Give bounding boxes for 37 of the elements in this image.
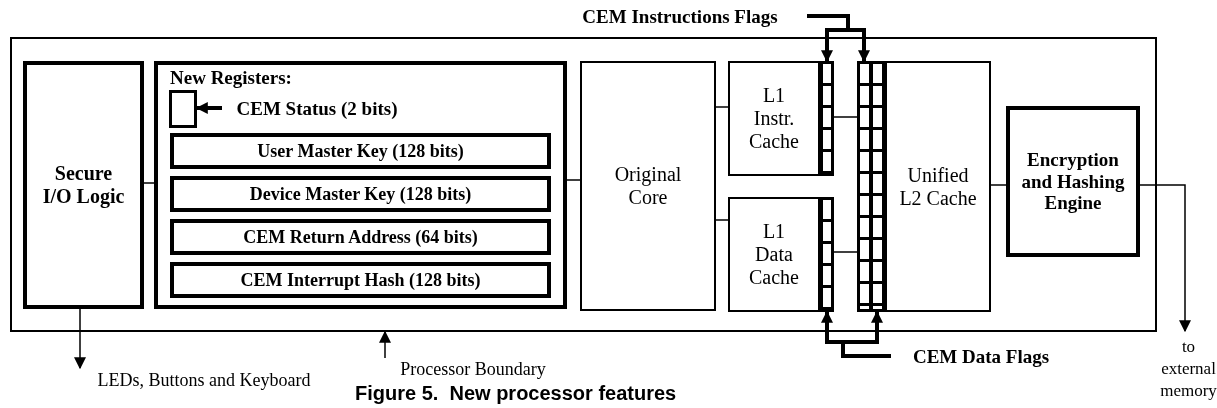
- register-panel: [154, 61, 567, 309]
- leader-label: Processor Boundary: [400, 358, 546, 380]
- arrow: [1139, 184, 1191, 333]
- panel-heading: New Registers:: [170, 67, 292, 89]
- processor-boundary-box: [10, 37, 1157, 332]
- connector-line: [715, 219, 729, 221]
- connector-line: [833, 116, 858, 118]
- destination-label: LEDs, Buttons and Keyboard: [97, 369, 311, 391]
- arrow: [74, 308, 86, 370]
- flag-bits-column: [820, 197, 834, 312]
- figure-caption: Figure 5. New processor features: [355, 382, 677, 405]
- arrow: [841, 310, 891, 358]
- flags-label: CEM Instructions Flags: [582, 6, 778, 28]
- register-box: Device Master Key (128 bits): [170, 176, 551, 212]
- cache-block: L1 Data Cache: [728, 197, 820, 312]
- flag-bits-column: [870, 61, 885, 312]
- register-box: CEM Interrupt Hash (128 bits): [170, 262, 551, 298]
- flag-bits-column: [820, 61, 834, 176]
- arrow: [195, 102, 222, 114]
- register-label: CEM Status (2 bits): [236, 98, 398, 120]
- core-block: Original Core: [580, 61, 716, 311]
- arrow: [807, 14, 870, 63]
- connector-line: [833, 251, 858, 253]
- cache-block: Unified L2 Cache: [885, 61, 991, 312]
- connector-line: [990, 184, 1007, 186]
- connector-line: [715, 106, 729, 108]
- register-box: User Master Key (128 bits): [170, 133, 551, 169]
- connector-line: [566, 179, 581, 181]
- logic-block: Secure I/O Logic: [23, 61, 144, 309]
- connector-line: [143, 182, 155, 184]
- destination-label: to external memory: [1160, 335, 1217, 403]
- cache-block: L1 Instr. Cache: [728, 61, 820, 176]
- register-box: CEM Return Address (64 bits): [170, 219, 551, 255]
- status-register: [169, 90, 197, 128]
- arrow: [379, 330, 391, 359]
- engine-block: Encryption and Hashing Engine: [1006, 106, 1140, 257]
- flags-label: CEM Data Flags: [912, 346, 1050, 368]
